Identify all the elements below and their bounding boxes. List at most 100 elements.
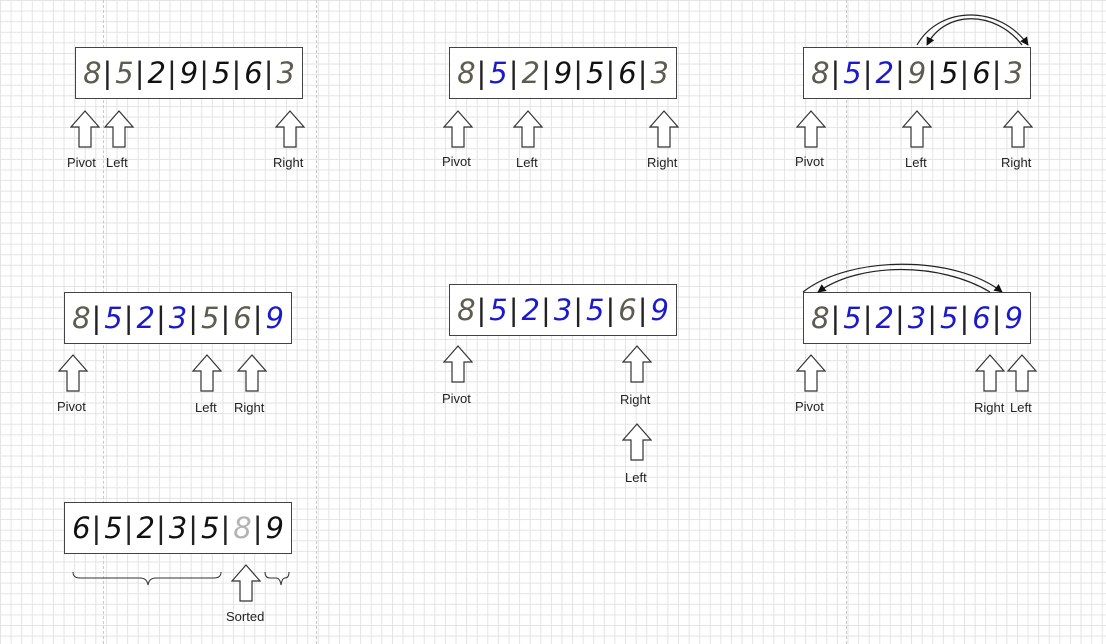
swap-curve-outer [802, 263, 1003, 293]
cell-separator: | [959, 56, 970, 90]
array-cell: 9 [553, 56, 573, 90]
cell-separator: | [220, 511, 231, 545]
pivot-arrow-icon [796, 354, 826, 392]
pivot-label: Pivot [442, 391, 471, 406]
cell-separator: | [862, 301, 873, 335]
cell-separator: | [830, 56, 841, 90]
array-cell: 5 [843, 56, 862, 90]
array-cell: 5 [843, 301, 862, 335]
array-cell: 2 [136, 511, 155, 545]
right-label: Right [620, 392, 651, 407]
array-cell: 8 [457, 293, 476, 327]
array-cell: 8 [811, 301, 830, 335]
swap-curve-inner [817, 268, 991, 293]
array-cell: 9 [1004, 301, 1023, 335]
array-cell: 5 [115, 56, 134, 90]
cell-separator: | [252, 301, 263, 335]
right-arrow-icon [649, 110, 679, 148]
pivot-label: Pivot [57, 399, 86, 414]
cell-separator: | [91, 301, 102, 335]
cell-separator: | [188, 301, 198, 335]
array-cell: 9 [650, 293, 669, 327]
swap-curve-outer [916, 14, 1029, 46]
array-cell: 5 [586, 56, 605, 90]
array-cell: 2 [875, 56, 894, 90]
cell-separator: | [540, 293, 551, 327]
swap-curve-inner [926, 18, 1023, 46]
cell-separator: | [123, 511, 134, 545]
array-box: 8|5|2|3|5|6|9 [449, 284, 677, 336]
cell-separator: | [830, 301, 841, 335]
left-arrow-icon [1007, 354, 1037, 392]
array-cell: 3 [276, 56, 295, 90]
swap-arrow-9-3 [916, 14, 1029, 46]
right-label: Right [647, 155, 678, 170]
cell-separator: | [605, 56, 616, 90]
array-cell: 5 [201, 301, 220, 335]
array-cell: 8 [457, 56, 476, 90]
array-cell: 6 [618, 56, 637, 90]
pivot-arrow-icon [58, 354, 88, 392]
array-box: 6|5|2|3|5|8|9 [64, 502, 292, 554]
array-cell: 9 [265, 511, 284, 545]
pivot-label: Pivot [795, 399, 824, 414]
pivot-label: Pivot [795, 154, 824, 169]
array-cell: 5 [104, 301, 123, 335]
left-arrow-icon [622, 423, 652, 461]
array-box: 8|5|2|3|5|6|9 [803, 292, 1031, 344]
left-arrow-icon [513, 110, 543, 148]
cell-separator: | [927, 56, 937, 90]
array-cell: 3 [168, 511, 188, 545]
cell-separator: | [540, 56, 551, 90]
pivot-arrow-icon [70, 110, 100, 148]
cell-separator: | [476, 293, 487, 327]
array-box: 8|5|2|9|5|6|3 [803, 47, 1031, 99]
right-arrow-icon [275, 110, 305, 148]
brace-left-partition [72, 571, 222, 586]
array-cell: 9 [265, 301, 284, 335]
array-box: 8|5|2|3|5|6|9 [64, 292, 292, 344]
cell-separator: | [894, 56, 905, 90]
cell-separator: | [637, 56, 648, 90]
array-cell: 3 [1004, 56, 1023, 90]
array-cell: 5 [940, 301, 959, 335]
left-label: Left [1010, 400, 1032, 415]
cell-separator: | [991, 56, 1002, 90]
array-box: 8|5|2|9|5|6|3 [449, 47, 677, 99]
cell-separator: | [220, 301, 231, 335]
array-cell: 2 [875, 301, 894, 335]
right-arrow-icon [237, 354, 267, 392]
pivot-label: Pivot [67, 155, 96, 170]
cell-separator: | [508, 56, 519, 90]
array-cell: 6 [72, 511, 91, 545]
cell-separator: | [573, 293, 583, 327]
sorted-arrow-icon [231, 564, 261, 602]
cell-separator: | [102, 56, 113, 90]
array-cell: 6 [972, 301, 991, 335]
left-label: Left [106, 155, 128, 170]
cell-separator: | [862, 56, 873, 90]
left-arrow-icon [902, 110, 932, 148]
cell-separator: | [508, 293, 519, 327]
array-cell: 9 [179, 56, 199, 90]
cell-separator: | [155, 511, 166, 545]
left-arrow-icon [192, 354, 222, 392]
array-cell: 3 [553, 293, 573, 327]
cell-separator: | [959, 301, 970, 335]
cell-separator: | [263, 56, 274, 90]
right-label: Right [974, 400, 1005, 415]
array-cell: 5 [489, 56, 508, 90]
array-cell: 2 [147, 56, 166, 90]
array-cell: 2 [521, 56, 540, 90]
swap-arrow-pivot-6 [802, 263, 1003, 293]
array-cell: 2 [136, 301, 155, 335]
cell-separator: | [605, 293, 616, 327]
right-arrow-icon [975, 354, 1005, 392]
right-arrow-icon [1003, 110, 1033, 148]
cell-separator: | [476, 56, 487, 90]
brace-right-partition [264, 571, 290, 586]
array-cell: 8 [811, 56, 830, 90]
array-cell: 6 [618, 293, 637, 327]
guide-line-middle [316, 0, 317, 644]
right-arrow-icon [622, 345, 652, 383]
